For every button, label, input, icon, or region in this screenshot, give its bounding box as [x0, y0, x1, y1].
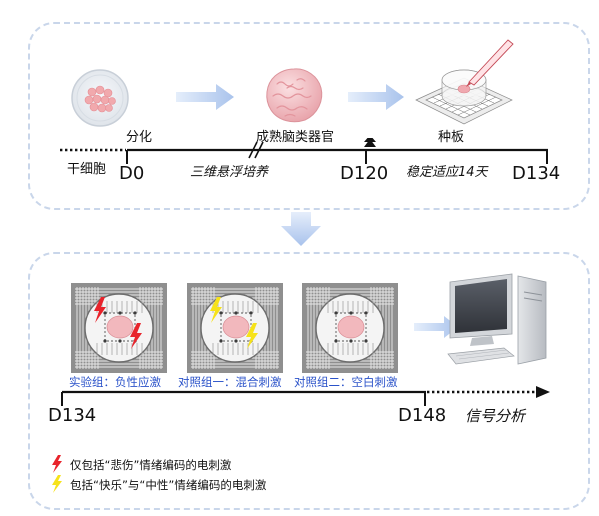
day-label-d0: D0	[119, 163, 145, 184]
stage-label-stem-cell: 干细胞	[67, 162, 107, 177]
stage-label-differentiation: 分化	[126, 130, 153, 145]
period-label-stabilization: 稳定适应14天	[406, 165, 488, 180]
red-bolt-icon	[52, 455, 62, 473]
stage-label-plating: 种板	[438, 130, 465, 145]
top-timeline	[60, 138, 548, 164]
flow-arrow-icon	[414, 316, 458, 338]
down-arrow-icon	[281, 212, 321, 246]
petri-dish-icon	[71, 69, 129, 127]
legend-yellow-label: 包括“快乐”与“中性”情绪编码的电刺激	[70, 478, 267, 492]
group-label-experimental: 实验组：负性应激	[69, 375, 161, 389]
mea-well-control-2	[302, 283, 398, 373]
mea-well-experimental	[71, 283, 167, 373]
day-label-d148: D148	[398, 405, 447, 426]
brain-organoid-icon	[266, 68, 323, 123]
day-label-d120: D120	[340, 163, 389, 184]
flow-arrow-icon	[348, 84, 404, 110]
period-label-suspension-culture: 三维悬浮培养	[190, 165, 269, 180]
signal-analysis-label: 信号分析	[465, 407, 526, 425]
mea-well-control-1	[187, 283, 283, 373]
group-label-control-2: 对照组二：空白刺激	[294, 375, 398, 389]
day-label-d134-top: D134	[512, 163, 561, 184]
group-label-control-1: 对照组一：混合刺激	[178, 375, 282, 389]
stage-label-mature-organoid: 成熟脑类器官	[256, 130, 335, 145]
computer-icon	[447, 273, 547, 365]
plating-marker-icon	[364, 139, 376, 147]
day-label-d134-bottom: D134	[48, 405, 97, 426]
bottom-timeline	[61, 386, 550, 406]
yellow-bolt-icon	[52, 475, 62, 493]
top-panel	[28, 22, 590, 210]
legend-red-label: 仅包括“悲伤”情绪编码的电刺激	[70, 458, 232, 472]
flow-arrow-icon	[176, 84, 234, 110]
mea-plate-icon	[415, 39, 514, 125]
bottom-panel	[28, 252, 590, 510]
